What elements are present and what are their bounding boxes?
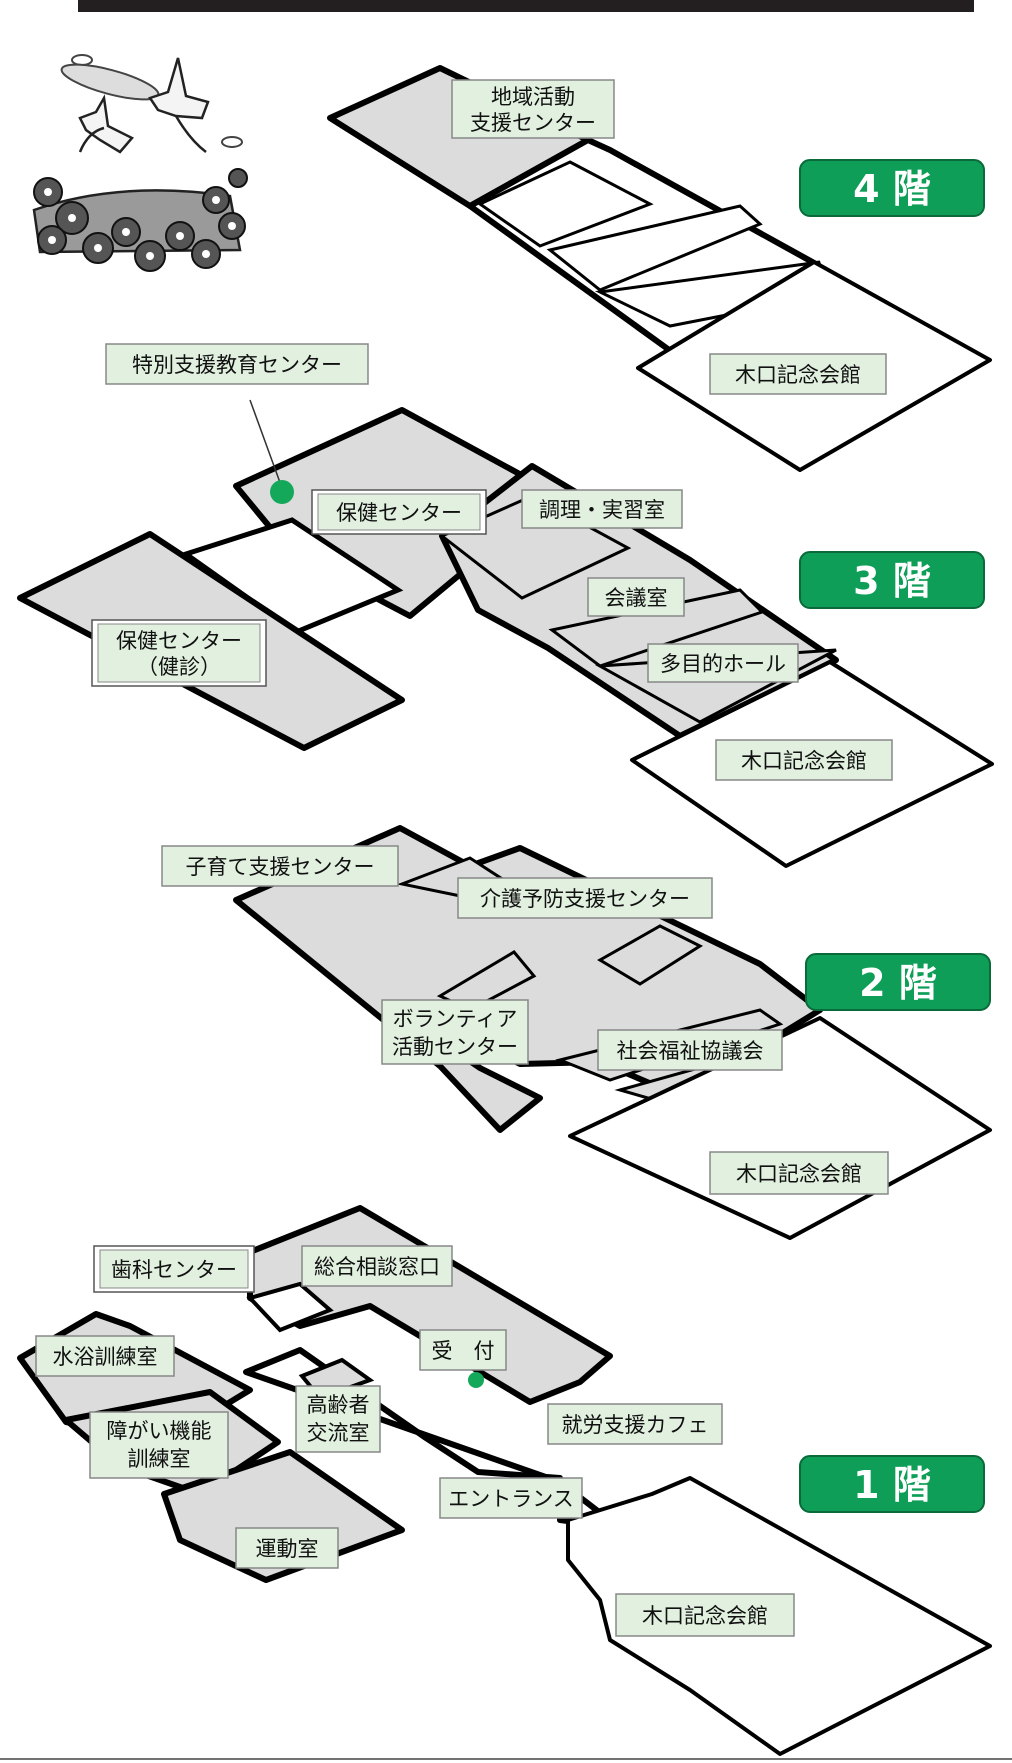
- label-kiguchi-3f: 木口記念会館: [715, 739, 893, 781]
- floor-3-badge: 3 階: [799, 551, 985, 609]
- label-kiguchi-2f: 木口記念会館: [709, 1151, 889, 1195]
- label-shakai-fukushi: 社会福祉協議会: [597, 1029, 783, 1071]
- svg-text:受 付: 受 付: [432, 1339, 495, 1363]
- floor-1-badge: 1 階: [799, 1455, 985, 1513]
- svg-text:木口記念会館: 木口記念会館: [741, 749, 867, 773]
- floor-4-badge: 4 階: [799, 159, 985, 217]
- svg-text:就労支援カフェ: 就労支援カフェ: [562, 1413, 709, 1437]
- label-hoken-kenshin: 保健センター （健診）: [91, 619, 267, 687]
- label-hoken-center: 保健センター: [311, 489, 487, 535]
- label-chouri-jisshuu: 調理・実習室: [521, 489, 683, 529]
- svg-text:交流室: 交流室: [307, 1421, 370, 1445]
- floor-2-badge: 2 階: [805, 953, 991, 1011]
- svg-text:木口記念会館: 木口記念会館: [735, 363, 861, 387]
- label-shougai-kinou: 障がい機能 訓練室: [89, 1411, 229, 1479]
- svg-text:社会福祉協議会: 社会福祉協議会: [617, 1039, 764, 1063]
- label-shika-center: 歯科センター: [93, 1245, 255, 1293]
- svg-text:エントランス: エントランス: [448, 1487, 574, 1511]
- label-tamokuteki-hall: 多目的ホール: [647, 643, 799, 683]
- label-entrance: エントランス: [439, 1477, 583, 1519]
- svg-text:地域活動: 地域活動: [491, 85, 575, 109]
- label-tokubetsu-shien: 特別支援教育センター: [105, 343, 369, 385]
- svg-text:活動センター: 活動センター: [392, 1035, 518, 1059]
- svg-text:特別支援教育センター: 特別支援教育センター: [132, 353, 342, 377]
- svg-text:木口記念会館: 木口記念会館: [642, 1604, 768, 1628]
- svg-text:1 階: 1 階: [853, 1463, 931, 1507]
- label-kiguchi-4f: 木口記念会館: [709, 353, 887, 395]
- birds-and-flowers-icon: [32, 54, 248, 272]
- svg-text:支援センター: 支援センター: [470, 111, 596, 135]
- label-koureisha-kouryuu: 高齢者 交流室: [295, 1385, 381, 1453]
- svg-text:多目的ホール: 多目的ホール: [660, 652, 786, 676]
- svg-text:歯科センター: 歯科センター: [111, 1258, 237, 1282]
- svg-text:総合相談窓口: 総合相談窓口: [314, 1255, 440, 1279]
- label-kiguchi-1f: 木口記念会館: [615, 1593, 795, 1637]
- svg-text:水浴訓練室: 水浴訓練室: [53, 1345, 158, 1369]
- location-marker: [270, 480, 294, 504]
- svg-text:ボランティア: ボランティア: [393, 1007, 518, 1031]
- svg-text:訓練室: 訓練室: [128, 1447, 191, 1471]
- svg-text:（健診）: （健診）: [137, 655, 221, 679]
- svg-text:子育て支援センター: 子育て支援センター: [186, 855, 375, 879]
- label-kaigishitsu: 会議室: [587, 577, 685, 617]
- label-shurou-cafe: 就労支援カフェ: [547, 1403, 723, 1445]
- svg-text:運動室: 運動室: [256, 1537, 319, 1561]
- svg-text:保健センター: 保健センター: [336, 501, 462, 525]
- label-suiyoku-kunren: 水浴訓練室: [35, 1335, 175, 1377]
- location-marker: [468, 1372, 484, 1388]
- svg-text:保健センター: 保健センター: [116, 629, 242, 653]
- label-undoushitsu: 運動室: [235, 1527, 339, 1569]
- label-volunteer-center: ボランティア 活動センター: [381, 999, 529, 1065]
- svg-text:木口記念会館: 木口記念会館: [736, 1162, 862, 1186]
- svg-text:調理・実習室: 調理・実習室: [539, 498, 665, 522]
- svg-text:介護予防支援センター: 介護予防支援センター: [480, 887, 690, 911]
- svg-text:2 階: 2 階: [859, 961, 937, 1005]
- label-chiiki-katsudou: 地域活動 支援センター: [451, 79, 615, 139]
- svg-text:障がい機能: 障がい機能: [107, 1419, 212, 1443]
- label-sougou-soudan: 総合相談窓口: [301, 1245, 453, 1287]
- label-kaigo-yobou: 介護予防支援センター: [457, 877, 713, 919]
- svg-text:会議室: 会議室: [605, 586, 668, 610]
- label-uketsuke: 受 付: [419, 1329, 507, 1371]
- header-bar: [78, 0, 974, 12]
- svg-text:高齢者: 高齢者: [307, 1393, 370, 1417]
- svg-text:3 階: 3 階: [853, 559, 931, 603]
- svg-text:4 階: 4 階: [853, 167, 931, 211]
- floor-4-plan: [327, 65, 992, 472]
- label-kosodate-shien: 子育て支援センター: [161, 845, 399, 887]
